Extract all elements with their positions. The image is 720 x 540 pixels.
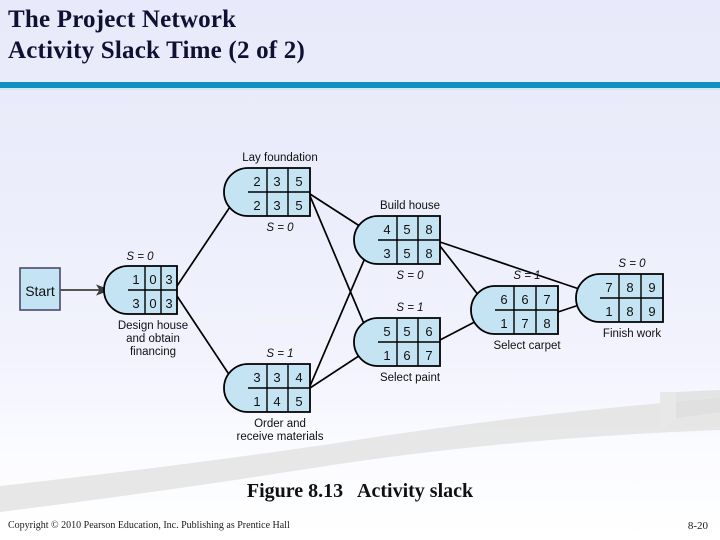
node-design-house-dur: 0 bbox=[149, 272, 156, 287]
slide-title: The Project Network Activity Slack Time … bbox=[8, 4, 708, 66]
node-lay-foundation[interactable]: 2 3 5 2 3 5 Lay foundation S = 0 bbox=[223, 152, 318, 234]
node-finish-work-ls: 1 bbox=[605, 304, 612, 319]
node-finish-work-lf: 9 bbox=[648, 304, 655, 319]
node-design-house-slack-label: S = 0 bbox=[126, 251, 154, 263]
node-build-house[interactable]: 4 5 8 3 5 8 Build house S = 0 bbox=[353, 200, 441, 282]
node-lay-foundation-label: Lay foundation bbox=[242, 152, 317, 164]
node-design-house[interactable]: 1 0 3 3 0 3 S = 0 Design house and obtai… bbox=[103, 251, 188, 358]
node-select-paint-slackcell: 6 bbox=[403, 348, 410, 363]
node-order-materials-es: 3 bbox=[253, 370, 260, 385]
node-build-house-slackcell: 5 bbox=[403, 246, 410, 261]
node-select-paint-ef: 6 bbox=[425, 324, 432, 339]
node-select-carpet-ef: 7 bbox=[543, 292, 550, 307]
node-lay-foundation-dur: 3 bbox=[273, 174, 280, 189]
node-build-house-slack-label: S = 0 bbox=[396, 270, 424, 282]
title-line-1: The Project Network bbox=[8, 6, 237, 33]
node-order-materials-slackcell: 4 bbox=[273, 394, 280, 409]
node-select-paint-lf: 7 bbox=[425, 348, 432, 363]
node-order-materials[interactable]: 3 3 4 1 4 5 S = 1 Order and receive mate… bbox=[223, 348, 324, 443]
edge-lay-foundation-to-select-paint bbox=[309, 195, 371, 339]
node-select-paint[interactable]: 5 5 6 1 6 7 S = 1 Select paint bbox=[353, 302, 441, 384]
title-accent-rule bbox=[0, 82, 720, 88]
node-order-materials-label-line-2: receive materials bbox=[237, 431, 324, 443]
node-lay-foundation-ef: 5 bbox=[295, 174, 302, 189]
edge-build-house-to-finish-work bbox=[439, 241, 595, 295]
node-select-carpet[interactable]: 6 6 7 1 7 8 S = 1 Select carpet bbox=[470, 270, 561, 352]
node-design-house-es: 1 bbox=[132, 272, 139, 287]
node-order-materials-dur: 3 bbox=[273, 370, 280, 385]
node-finish-work-slack-label: S = 0 bbox=[618, 258, 646, 270]
node-select-carpet-lf: 8 bbox=[543, 316, 550, 331]
node-lay-foundation-lf: 5 bbox=[295, 198, 302, 213]
node-lay-foundation-es: 2 bbox=[253, 174, 260, 189]
node-select-carpet-label: Select carpet bbox=[493, 340, 561, 352]
node-design-house-lf: 3 bbox=[165, 296, 172, 311]
node-select-carpet-slackcell: 7 bbox=[521, 316, 528, 331]
node-select-paint-slack-label: S = 1 bbox=[396, 302, 423, 314]
node-design-house-slackcell: 0 bbox=[149, 296, 156, 311]
footer-copyright: Copyright © 2010 Pearson Education, Inc.… bbox=[8, 520, 290, 531]
network-svg: Start 1 0 3 3 0 3 S = 0 Design house and… bbox=[19, 152, 664, 443]
node-select-paint-label: Select paint bbox=[380, 372, 441, 384]
node-finish-work-label: Finish work bbox=[603, 328, 661, 340]
project-network-diagram: Start 1 0 3 3 0 3 S = 0 Design house and… bbox=[0, 100, 720, 460]
node-design-house-label-line-1: Design house bbox=[118, 320, 188, 332]
node-build-house-lf: 8 bbox=[425, 246, 432, 261]
node-build-house-ef: 8 bbox=[425, 222, 432, 237]
node-select-carpet-dur: 6 bbox=[521, 292, 528, 307]
node-order-materials-ls: 1 bbox=[253, 394, 260, 409]
node-select-paint-dur: 5 bbox=[403, 324, 410, 339]
node-finish-work-es: 7 bbox=[605, 280, 612, 295]
node-finish-work[interactable]: 7 8 9 1 8 9 S = 0 Finish work bbox=[575, 258, 664, 340]
edge-design-to-order-materials bbox=[176, 295, 239, 389]
footer-page-number: 8-20 bbox=[687, 520, 708, 532]
node-build-house-es: 4 bbox=[383, 222, 390, 237]
node-lay-foundation-slackcell: 3 bbox=[273, 198, 280, 213]
node-design-house-ef: 3 bbox=[165, 272, 172, 287]
node-design-house-label-line-2: and obtain bbox=[126, 333, 180, 345]
node-design-house-ls: 3 bbox=[132, 296, 139, 311]
figure-caption: Figure 8.13 Activity slack bbox=[246, 480, 474, 502]
node-finish-work-slackcell: 8 bbox=[626, 304, 633, 319]
node-lay-foundation-slack-label: S = 0 bbox=[266, 222, 294, 234]
node-finish-work-ef: 9 bbox=[648, 280, 655, 295]
node-order-materials-lf: 5 bbox=[295, 394, 302, 409]
node-order-materials-ef: 4 bbox=[295, 370, 302, 385]
edge-order-materials-to-build-house bbox=[309, 243, 372, 387]
node-select-paint-es: 5 bbox=[383, 324, 390, 339]
node-order-materials-label-line-1: Order and bbox=[254, 418, 306, 430]
node-design-house-label-line-3: financing bbox=[130, 346, 176, 358]
node-lay-foundation-ls: 2 bbox=[253, 198, 260, 213]
node-start-label: Start bbox=[25, 283, 55, 299]
node-order-materials-slack-label: S = 1 bbox=[266, 348, 293, 360]
node-build-house-dur: 5 bbox=[403, 222, 410, 237]
node-select-paint-ls: 1 bbox=[383, 348, 390, 363]
node-select-carpet-slack-label: S = 1 bbox=[513, 270, 540, 282]
title-line-2: Activity Slack Time (2 of 2) bbox=[8, 37, 306, 64]
node-select-carpet-ls: 1 bbox=[500, 316, 507, 331]
node-build-house-ls: 3 bbox=[383, 246, 390, 261]
node-build-house-label: Build house bbox=[380, 200, 440, 212]
node-finish-work-dur: 8 bbox=[626, 280, 633, 295]
title-accent-rule-shadow bbox=[0, 88, 720, 90]
node-start[interactable]: Start bbox=[19, 267, 61, 311]
node-select-carpet-es: 6 bbox=[500, 292, 507, 307]
